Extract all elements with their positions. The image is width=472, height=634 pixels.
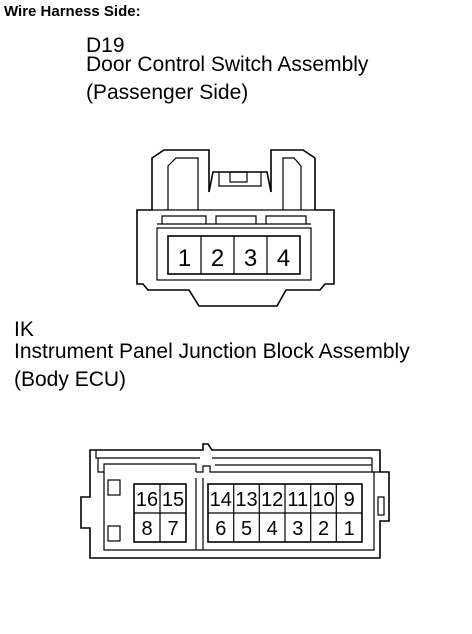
ik-pin-7: 7 [167,518,178,540]
ik-pin-16: 16 [136,489,158,511]
ik-pin-8: 8 [141,518,152,540]
ik-pin-6: 6 [215,518,226,540]
ik-pin-15: 15 [162,489,184,511]
ik-connector-side: (Body ECU) [14,368,127,391]
ik-pin-12: 12 [261,489,283,511]
ik-pin-10: 10 [312,489,334,511]
ik-pin-14: 14 [210,489,232,511]
d19-pin-3: 3 [244,245,257,272]
ik-pin-5: 5 [241,518,252,540]
wire-harness-side-heading: Wire Harness Side: [4,3,141,20]
ik-pin-11: 11 [287,489,308,511]
d19-pin-4: 4 [277,245,290,272]
ik-pin-1: 1 [344,518,355,540]
ik-pin-13: 13 [235,489,257,511]
ik-connector-code: IK [14,318,34,341]
d19-connector-side: (Passenger Side) [86,81,249,104]
d19-pin-2: 2 [211,245,224,272]
ik-pin-4: 4 [267,518,278,540]
ik-pin-9: 9 [344,489,355,511]
ik-connector-name: Instrument Panel Junction Block Assembly [14,340,410,363]
ik-pin-2: 2 [318,518,329,540]
ik-connector-body [80,443,390,559]
d19-pin-1: 1 [178,245,191,272]
d19-connector-body [136,149,335,307]
ik-pin-3: 3 [292,518,303,540]
d19-connector-code: D19 [86,34,125,57]
d19-connector-name: Door Control Switch Assembly [86,53,369,76]
